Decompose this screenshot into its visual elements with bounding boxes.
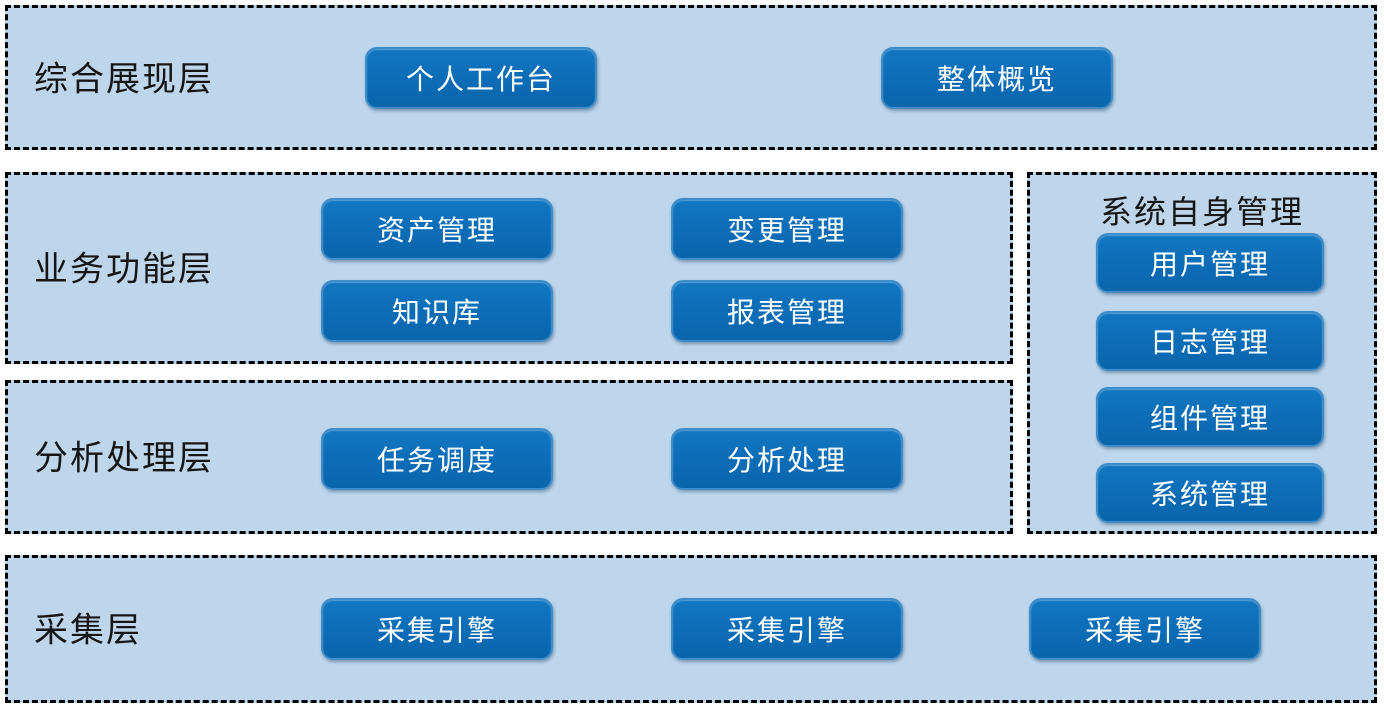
node-analysis-processing: 分析处理 — [671, 428, 903, 490]
node-asset-management: 资产管理 — [321, 198, 553, 260]
analysis-layer-panel: 分析处理层 任务调度 分析处理 — [5, 380, 1013, 534]
node-task-scheduling: 任务调度 — [321, 428, 553, 490]
node-collection-engine-1: 采集引擎 — [321, 598, 553, 660]
system-management-title: 系统自身管理 — [1099, 194, 1304, 230]
collection-layer-label: 采集层 — [34, 611, 142, 650]
node-system-management: 系统管理 — [1096, 463, 1324, 523]
display-layer-label: 综合展现层 — [34, 60, 214, 99]
node-overall-overview: 整体概览 — [881, 47, 1113, 109]
node-personal-workbench: 个人工作台 — [365, 47, 597, 109]
node-user-management: 用户管理 — [1096, 233, 1324, 293]
node-collection-engine-3: 采集引擎 — [1029, 598, 1261, 660]
business-layer-panel: 业务功能层 资产管理 变更管理 知识库 报表管理 — [5, 172, 1013, 364]
display-layer-panel: 综合展现层 个人工作台 整体概览 — [5, 5, 1377, 150]
collection-layer-panel: 采集层 采集引擎 采集引擎 采集引擎 — [5, 555, 1377, 703]
analysis-layer-label: 分析处理层 — [34, 439, 214, 478]
business-layer-label: 业务功能层 — [34, 250, 214, 289]
node-component-management: 组件管理 — [1096, 387, 1324, 447]
node-log-management: 日志管理 — [1096, 311, 1324, 371]
system-management-panel: 系统自身管理 用户管理 日志管理 组件管理 系统管理 — [1027, 172, 1377, 534]
node-report-management: 报表管理 — [671, 280, 903, 342]
node-knowledge-base: 知识库 — [321, 280, 553, 342]
node-change-management: 变更管理 — [671, 198, 903, 260]
node-collection-engine-2: 采集引擎 — [671, 598, 903, 660]
